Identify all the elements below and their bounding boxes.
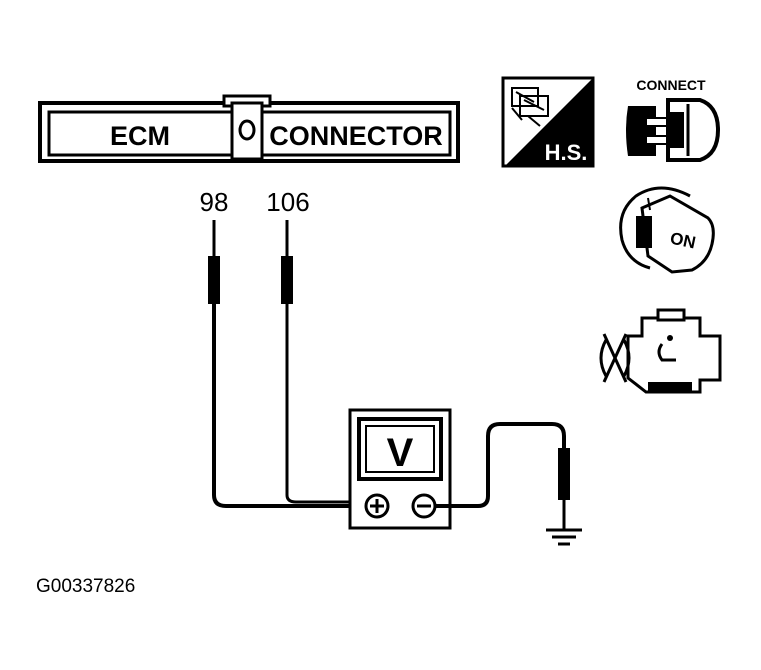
hs-icon: H.S. bbox=[501, 76, 595, 168]
connect-pin-bottom bbox=[645, 135, 669, 145]
connector-right-cavity bbox=[260, 110, 452, 157]
pin-label-positive: 98 bbox=[200, 187, 229, 217]
connect-icon: CONNECT bbox=[626, 77, 721, 162]
hs-icon-label: H.S. bbox=[545, 140, 588, 165]
ignition-cylinder-outline bbox=[619, 186, 691, 270]
hs-icon-diagonal-fill bbox=[505, 78, 593, 166]
voltmeter: V bbox=[348, 408, 452, 530]
engine-detail-dot bbox=[667, 335, 673, 341]
ground-lead-wire bbox=[435, 422, 566, 508]
engine-block-outline bbox=[626, 316, 722, 394]
engine-crank-mark bbox=[657, 343, 676, 362]
probe-positive-handle bbox=[208, 256, 220, 304]
hs-icon-connector-sketch bbox=[511, 87, 549, 127]
engine-oil-pan bbox=[648, 382, 692, 392]
connector-label-ecm: ECM bbox=[110, 121, 170, 151]
ignition-position-mark bbox=[647, 197, 651, 211]
engine-icon bbox=[599, 308, 722, 394]
voltmeter-display-inner bbox=[365, 425, 435, 473]
connect-socket bbox=[668, 112, 684, 148]
connect-pin-top bbox=[645, 117, 669, 127]
ground-probe-handle bbox=[558, 448, 570, 500]
engine-intake bbox=[656, 308, 686, 322]
pin-label-negative: 106 bbox=[266, 187, 309, 217]
figure-id: G00337826 bbox=[36, 576, 135, 597]
ignition-on-label: ON bbox=[668, 229, 697, 253]
connect-plug-left bbox=[626, 106, 656, 156]
probe-negative-lead bbox=[285, 304, 366, 504]
connector-left-cavity bbox=[47, 110, 234, 157]
ignition-key-icon: ON bbox=[619, 186, 715, 274]
probe-positive-lead bbox=[212, 304, 366, 508]
probe-negative-handle bbox=[281, 256, 293, 304]
engine-fan-icon bbox=[599, 333, 631, 383]
voltmeter-mode: V bbox=[387, 431, 414, 475]
probe-positive bbox=[208, 220, 366, 508]
ignition-key-head bbox=[640, 194, 715, 274]
connector-label-connector: CONNECTOR bbox=[269, 121, 443, 151]
connect-icon-label: CONNECT bbox=[636, 77, 706, 93]
probe-negative bbox=[281, 220, 366, 504]
ignition-key-blade bbox=[636, 216, 652, 248]
ecm-connector: ECM CONNECTOR bbox=[38, 94, 460, 163]
ground-lead bbox=[435, 422, 582, 546]
connector-latch-hole bbox=[238, 119, 256, 141]
